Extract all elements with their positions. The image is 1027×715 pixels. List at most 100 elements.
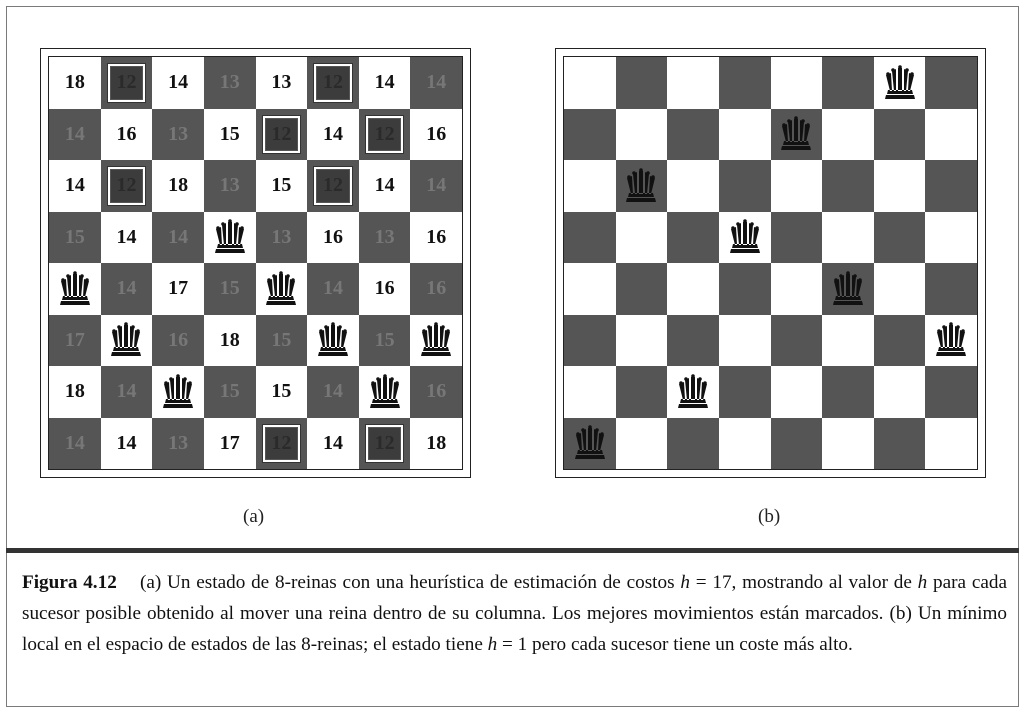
board-a-square: 18 <box>49 57 101 109</box>
board-b-square <box>615 160 668 212</box>
board-a-square: 14 <box>100 417 153 469</box>
figure-caption: Figura 4.12 (a) Un estado de 8-reinas co… <box>22 567 1007 660</box>
heuristic-value: 12 <box>116 174 137 197</box>
board-b-square <box>564 160 616 212</box>
heuristic-value: 14 <box>64 431 85 454</box>
board-b-square <box>873 57 926 109</box>
queen-icon <box>421 322 452 357</box>
heuristic-value: 16 <box>322 225 343 248</box>
board-b-square <box>615 57 668 109</box>
best-move-marker <box>317 170 349 202</box>
heuristic-value: 14 <box>426 71 447 94</box>
board-a-square: 12 <box>255 417 308 469</box>
heuristic-value: 13 <box>219 71 240 94</box>
heuristic-value: 14 <box>116 277 137 300</box>
board-a-square: 12 <box>255 108 308 160</box>
board-a-square <box>307 314 359 366</box>
queen-icon <box>832 270 863 305</box>
board-b-square <box>925 57 977 109</box>
board-b-square <box>822 57 874 109</box>
board-b-square <box>667 314 719 366</box>
heuristic-value: 18 <box>219 328 240 351</box>
heuristic-value: 13 <box>219 174 240 197</box>
board-b-square <box>770 160 823 212</box>
heuristic-value: 14 <box>168 71 189 94</box>
queen-icon <box>574 425 605 460</box>
board-b-square <box>873 263 926 315</box>
heuristic-value: 14 <box>322 431 343 454</box>
board-b-square <box>770 366 823 418</box>
board-a-label: (a) <box>243 506 265 527</box>
heuristic-value: 16 <box>426 225 447 248</box>
board-a-square: 12 <box>358 417 411 469</box>
board-b-square <box>822 108 874 160</box>
board-a-square: 17 <box>152 263 204 315</box>
board-b-square <box>718 57 771 109</box>
heuristic-value: 14 <box>64 174 85 197</box>
board-a-square: 15 <box>358 314 411 366</box>
heuristic-value: 18 <box>64 380 85 403</box>
board-a-square: 15 <box>203 263 256 315</box>
heuristic-value: 16 <box>168 328 189 351</box>
heuristic-value: 12 <box>116 71 137 94</box>
heuristic-value: 16 <box>426 122 447 145</box>
board-b-square <box>615 211 668 263</box>
board-b-square <box>822 263 874 315</box>
board-b-square <box>667 160 719 212</box>
board-b-square <box>770 211 823 263</box>
board-b <box>563 56 978 470</box>
board-b-square <box>873 314 926 366</box>
queen-icon <box>317 322 348 357</box>
heuristic-value: 16 <box>374 277 395 300</box>
caption-text-1: (a) Un estado de 8-reinas con una heurís… <box>139 572 681 593</box>
board-b-frame <box>555 48 986 478</box>
queen-icon <box>266 270 297 305</box>
heuristic-value: 14 <box>322 122 343 145</box>
heuristic-value: 14 <box>116 380 137 403</box>
board-b-square <box>925 366 977 418</box>
board-a-square: 15 <box>255 160 308 212</box>
heuristic-value: 15 <box>374 328 395 351</box>
caption-h-3: h <box>487 634 498 655</box>
board-b-square <box>718 211 771 263</box>
heuristic-value: 14 <box>426 174 447 197</box>
board-b-square <box>873 160 926 212</box>
board-a-square: 16 <box>410 263 462 315</box>
heuristic-value: 18 <box>168 174 189 197</box>
board-b-square <box>925 263 977 315</box>
board-b-square <box>822 160 874 212</box>
board-b-square <box>615 366 668 418</box>
board-a-square <box>255 263 308 315</box>
figure-frame <box>6 6 1019 707</box>
board-b-square <box>873 211 926 263</box>
board-a-square: 16 <box>410 211 462 263</box>
queen-icon <box>369 373 400 408</box>
caption-text-3: para cada sucesor posible obtenido al mo… <box>22 572 1007 655</box>
board-b-square <box>925 160 977 212</box>
board-a-square: 14 <box>410 160 462 212</box>
board-a-square: 14 <box>307 263 359 315</box>
heuristic-value: 12 <box>322 174 343 197</box>
figure-number: Figura 4.12 <box>22 572 117 593</box>
heuristic-value: 18 <box>426 431 447 454</box>
heuristic-value: 14 <box>322 380 343 403</box>
queen-icon <box>111 322 142 357</box>
board-a-square: 14 <box>307 366 359 418</box>
board-a-square: 18 <box>410 417 462 469</box>
best-move-marker <box>265 427 298 459</box>
caption-text-4: = 1 pero cada sucesor tiene un coste más… <box>497 634 853 655</box>
caption-h-2: h <box>917 572 928 593</box>
queen-icon <box>163 373 194 408</box>
board-a-square: 15 <box>255 314 308 366</box>
board-b-square <box>925 314 977 366</box>
board-a-square: 14 <box>100 263 153 315</box>
board-b-square <box>770 108 823 160</box>
heuristic-value: 15 <box>271 174 292 197</box>
board-b-square <box>564 108 616 160</box>
board-b-square <box>718 160 771 212</box>
caption-h-1: h <box>680 572 690 593</box>
board-b-square <box>770 263 823 315</box>
board-a-square: 15 <box>255 366 308 418</box>
